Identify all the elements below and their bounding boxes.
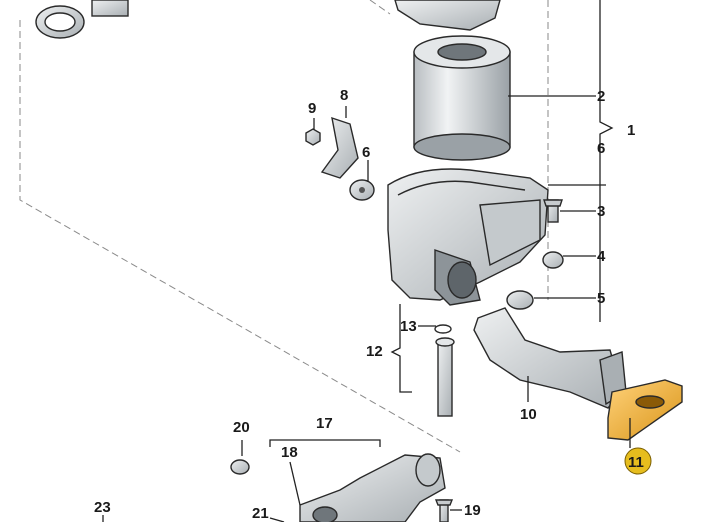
grommet-icon	[349, 179, 375, 201]
callout-12: 12	[366, 343, 383, 360]
callout-3: 3	[597, 203, 605, 220]
callout-18: 18	[281, 444, 298, 461]
bracket-icon	[320, 116, 359, 179]
callout-6-left: 6	[362, 144, 370, 161]
callout-1: 1	[627, 122, 635, 139]
callout-11: 11	[628, 454, 644, 471]
upper-housing-icon	[394, 0, 501, 31]
callout-21: 21	[252, 505, 269, 522]
air-filter-icon	[413, 35, 511, 161]
callout-17: 17	[316, 415, 333, 432]
callout-8: 8	[340, 87, 348, 104]
highlighted-part-icon	[607, 379, 683, 441]
dashed-assembly-lines	[19, 0, 549, 453]
callout-2: 2	[597, 88, 605, 105]
rubber-mount-icon	[542, 251, 564, 269]
callout-5: 5	[597, 290, 605, 307]
screw-icon	[434, 499, 454, 522]
callout-20: 20	[233, 419, 250, 436]
mount-icon	[506, 290, 534, 310]
callout-13: 13	[400, 318, 417, 335]
nut-icon	[305, 128, 321, 146]
leader-lines	[102, 0, 631, 522]
bolt-icon	[543, 199, 563, 223]
callout-10: 10	[520, 406, 537, 423]
intake-duct-icon	[473, 307, 627, 409]
callout-4: 4	[597, 248, 606, 265]
hose-clamp-icon	[35, 0, 129, 39]
callout-19: 19	[464, 502, 481, 519]
manifold-icon	[299, 453, 446, 522]
callout-9: 9	[308, 100, 316, 117]
callout-badge-11	[624, 447, 652, 475]
spacer-icon	[230, 459, 250, 475]
air-box-icon	[387, 168, 549, 306]
callout-6-right: 6	[597, 140, 605, 157]
callout-23: 23	[94, 499, 111, 516]
o-ring-icon	[434, 324, 452, 334]
callout-labels: 1 2 3 4 5 6 6 8 9 10 11 12 13 17 18 19 2…	[94, 87, 644, 522]
breather-pipe-icon	[435, 337, 455, 417]
